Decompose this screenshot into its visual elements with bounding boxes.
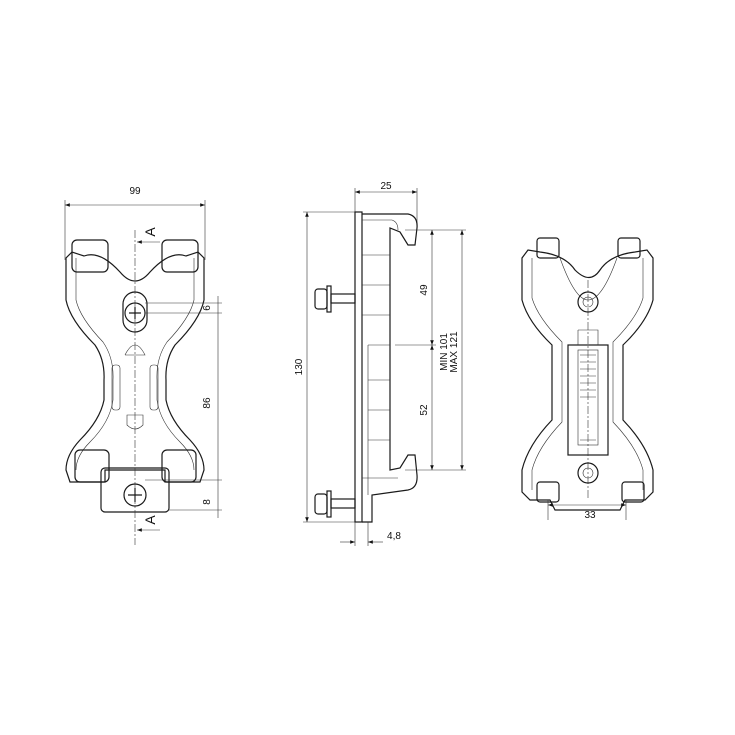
depth-dimension-label: 25 [380,181,392,192]
side-view: 25 130 49 52 MIN 101 MAX 121 4 [294,181,466,546]
front-view: 99 A A 6 86 8 [64,186,222,545]
range-max-label: MAX 121 [449,331,460,373]
rear-roller-bottom-right [621,481,645,503]
bolt-top-icon [314,285,356,313]
roller-top-right [161,239,199,273]
bolt-bottom-icon [314,490,356,518]
hook-body-outline [362,213,418,523]
rear-roller-bottom-left [536,481,560,503]
bottom-dimension-label: 8 [202,499,213,505]
roller-bottom-left [74,449,110,483]
upper-dimension-label: 49 [419,284,430,296]
rear-width-label: 33 [584,510,596,521]
width-dimension-label: 99 [129,186,141,197]
roller-bottom-right [161,449,197,483]
plate-thickness-label: 4,8 [387,531,401,542]
mounting-plate [354,211,363,523]
section-marker-bottom: A [142,515,158,525]
slot-dimension-label: 6 [202,305,213,311]
bracket-outline [65,251,205,483]
roller-top-left [71,239,109,273]
height-dimension-label: 86 [202,397,213,409]
rear-roller-top-right [617,237,641,259]
section-marker-top: A [142,227,158,237]
rear-roller-top-left [536,237,560,259]
rear-outline [521,249,654,511]
total-height-label: 130 [294,358,305,375]
range-min-label: MIN 101 [439,333,450,371]
rear-view: 33 [521,237,654,521]
lower-dimension-label: 52 [419,404,430,416]
